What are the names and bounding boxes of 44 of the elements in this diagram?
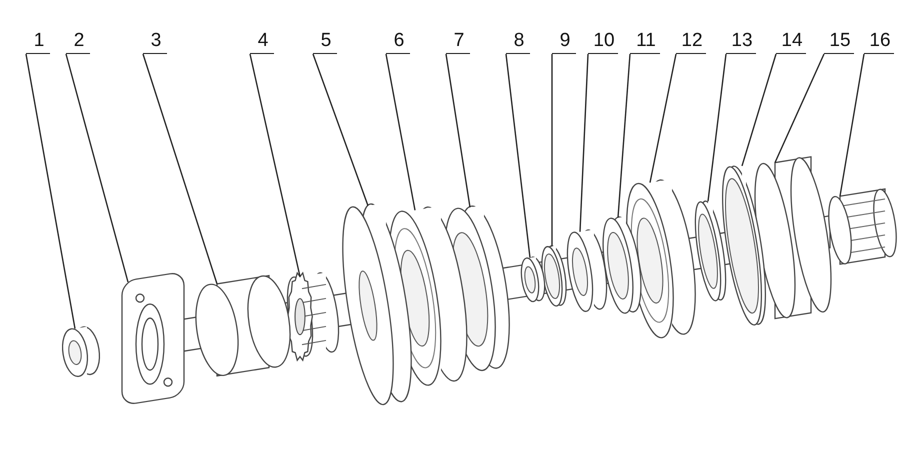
gear-drawing <box>286 272 340 362</box>
leader-line <box>707 54 727 202</box>
callout-number: 2 <box>66 30 90 54</box>
leader-line <box>505 54 531 258</box>
leader-line <box>774 54 825 163</box>
ring-drawing <box>694 200 726 302</box>
housing-drawing <box>754 156 832 320</box>
disc-drawing <box>342 202 412 406</box>
callout-number: 6 <box>386 30 410 54</box>
leader-line <box>142 54 218 284</box>
ring-drawing <box>520 256 546 302</box>
callout-number: 14 <box>776 30 806 54</box>
leader-line <box>649 54 677 183</box>
leader-line <box>312 54 369 206</box>
callout-number: 3 <box>143 30 167 54</box>
splined-shaft-drawing <box>828 188 897 265</box>
leader-line <box>839 54 865 196</box>
callout-number: 7 <box>446 30 470 54</box>
leader-line <box>579 54 589 232</box>
nut-drawing <box>62 326 100 377</box>
callout-number: 10 <box>588 30 618 54</box>
ring-drawing <box>541 245 567 307</box>
callout-number: 16 <box>864 30 894 54</box>
leader-line <box>385 54 416 210</box>
callout-number: 13 <box>726 30 756 54</box>
ring-drawing <box>566 229 608 312</box>
callout-number: 1 <box>26 30 50 54</box>
leader-line <box>551 54 553 246</box>
leader-line <box>249 54 301 277</box>
callout-number: 11 <box>630 30 660 54</box>
leader-line <box>617 54 631 218</box>
leader-line <box>65 54 129 282</box>
housing-drawing <box>195 274 291 377</box>
callout-number: 12 <box>676 30 706 54</box>
ring-drawing <box>722 165 766 326</box>
callout-number: 4 <box>250 30 274 54</box>
ring-drawing <box>602 216 642 314</box>
leader-line <box>445 54 471 208</box>
leader-line <box>25 54 76 329</box>
callout-number: 8 <box>506 30 530 54</box>
callout-number: 9 <box>552 30 576 54</box>
callout-number: 5 <box>313 30 337 54</box>
callout-number: 15 <box>824 30 854 54</box>
leader-line <box>741 54 777 166</box>
